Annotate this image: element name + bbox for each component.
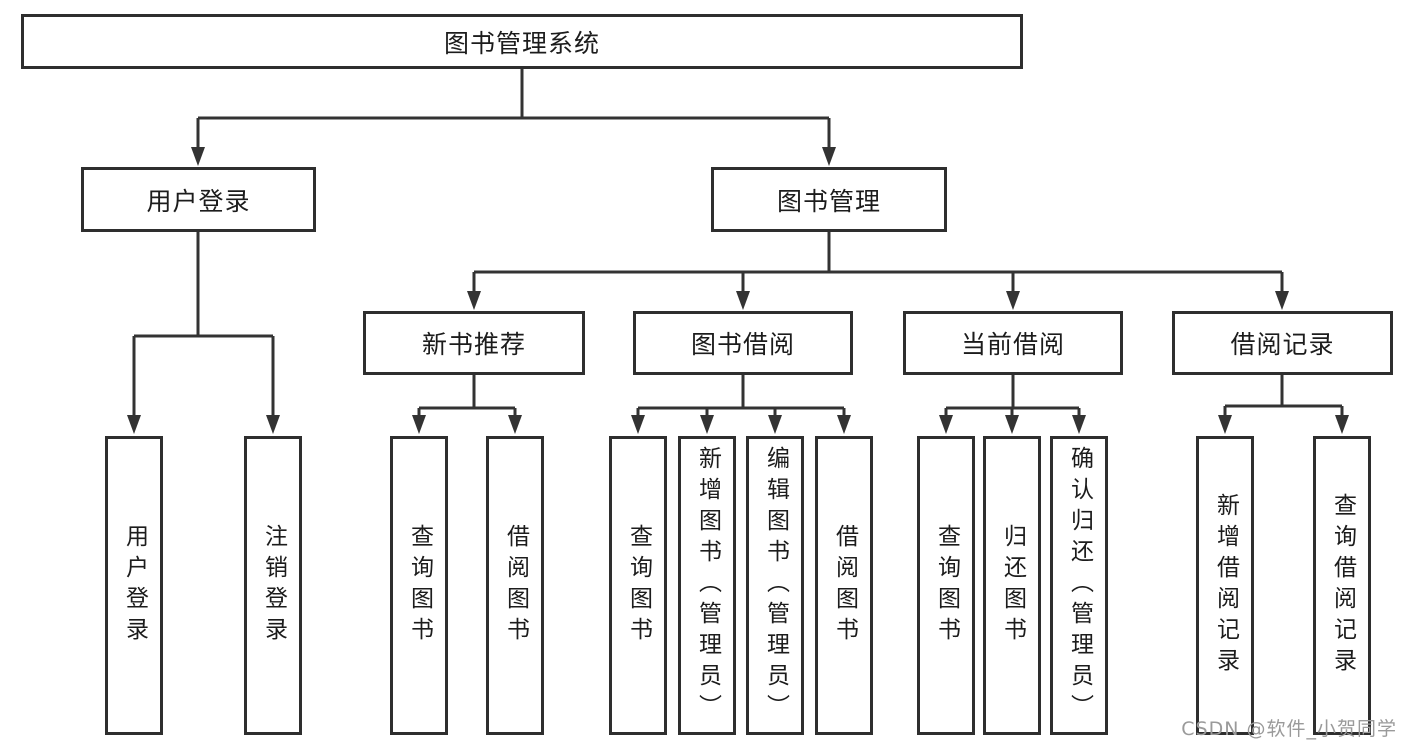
leaf-edit-book-admin: 编辑图书（管理员）	[746, 436, 804, 735]
node-current-borrow: 当前借阅	[903, 311, 1123, 375]
leaf-query-borrow-record-label: 查询借阅记录	[1329, 492, 1356, 679]
node-new-book-recommend: 新书推荐	[363, 311, 585, 375]
arrowhead-icon	[467, 291, 481, 310]
connector-user-login	[132, 232, 275, 417]
arrowhead-icon	[1335, 415, 1349, 434]
leaf-add-borrow-record-label: 新增借阅记录	[1212, 492, 1239, 679]
arrowhead-icon	[412, 415, 426, 434]
arrowhead-icon	[631, 415, 645, 434]
node-borrow-records: 借阅记录	[1172, 311, 1393, 375]
arrowhead-icon	[736, 291, 750, 310]
arrowhead-icon	[508, 415, 522, 434]
leaf-user-login-label: 用户登录	[121, 523, 148, 648]
leaf-query-books-borrow-label: 查询图书	[625, 523, 652, 648]
arrowhead-icon	[768, 415, 782, 434]
leaf-logout: 注销登录	[244, 436, 302, 735]
leaf-user-login: 用户登录	[105, 436, 163, 735]
leaf-confirm-return-admin-label: 确认归还（管理员）	[1066, 446, 1093, 725]
connector-root	[196, 69, 831, 149]
node-book-borrow: 图书借阅	[633, 311, 853, 375]
arrowhead-icon	[700, 415, 714, 434]
leaf-confirm-return-admin: 确认归还（管理员）	[1050, 436, 1108, 735]
leaf-borrow-books-label: 借阅图书	[831, 523, 858, 648]
connector-book-management	[472, 232, 1284, 293]
leaf-borrow-books-recommend: 借阅图书	[486, 436, 544, 735]
arrowhead-icon	[1275, 291, 1289, 310]
leaf-return-books: 归还图书	[983, 436, 1041, 735]
arrowhead-icon	[266, 415, 280, 434]
leaf-edit-book-admin-label: 编辑图书（管理员）	[762, 446, 789, 725]
watermark: CSDN @软件_小贺同学	[1181, 718, 1397, 740]
leaf-query-books-current: 查询图书	[917, 436, 975, 735]
leaf-query-books-current-label: 查询图书	[933, 523, 960, 648]
leaf-add-book-admin-label: 新增图书（管理员）	[694, 446, 721, 725]
node-library-management-system: 图书管理系统	[21, 14, 1023, 69]
connector-borrow-records	[1223, 375, 1344, 419]
arrowhead-icon	[1005, 415, 1019, 434]
connector-new-book-recommend	[417, 375, 517, 419]
leaf-borrow-books: 借阅图书	[815, 436, 873, 735]
node-user-login: 用户登录	[81, 167, 316, 232]
arrowhead-icon	[939, 415, 953, 434]
arrowhead-icon	[837, 415, 851, 434]
arrowhead-icon	[1006, 291, 1020, 310]
leaf-query-books-borrow: 查询图书	[609, 436, 667, 735]
leaf-logout-label: 注销登录	[260, 523, 287, 648]
arrowhead-icon	[1072, 415, 1086, 434]
leaf-borrow-books-recommend-label: 借阅图书	[502, 523, 529, 648]
arrowhead-icons	[127, 147, 1349, 434]
leaf-add-borrow-record: 新增借阅记录	[1196, 436, 1254, 735]
leaf-add-book-admin: 新增图书（管理员）	[678, 436, 736, 735]
node-book-management: 图书管理	[711, 167, 947, 232]
arrowhead-icon	[127, 415, 141, 434]
connector-current-borrow	[944, 375, 1081, 419]
arrowhead-icon	[822, 147, 836, 166]
connector-book-borrow	[636, 375, 846, 419]
leaf-query-books-recommend: 查询图书	[390, 436, 448, 735]
leaf-query-borrow-record: 查询借阅记录	[1313, 436, 1371, 735]
arrowhead-icon	[1218, 415, 1232, 434]
leaf-return-books-label: 归还图书	[999, 523, 1026, 648]
arrowhead-icon	[191, 147, 205, 166]
leaf-query-books-recommend-label: 查询图书	[406, 523, 433, 648]
